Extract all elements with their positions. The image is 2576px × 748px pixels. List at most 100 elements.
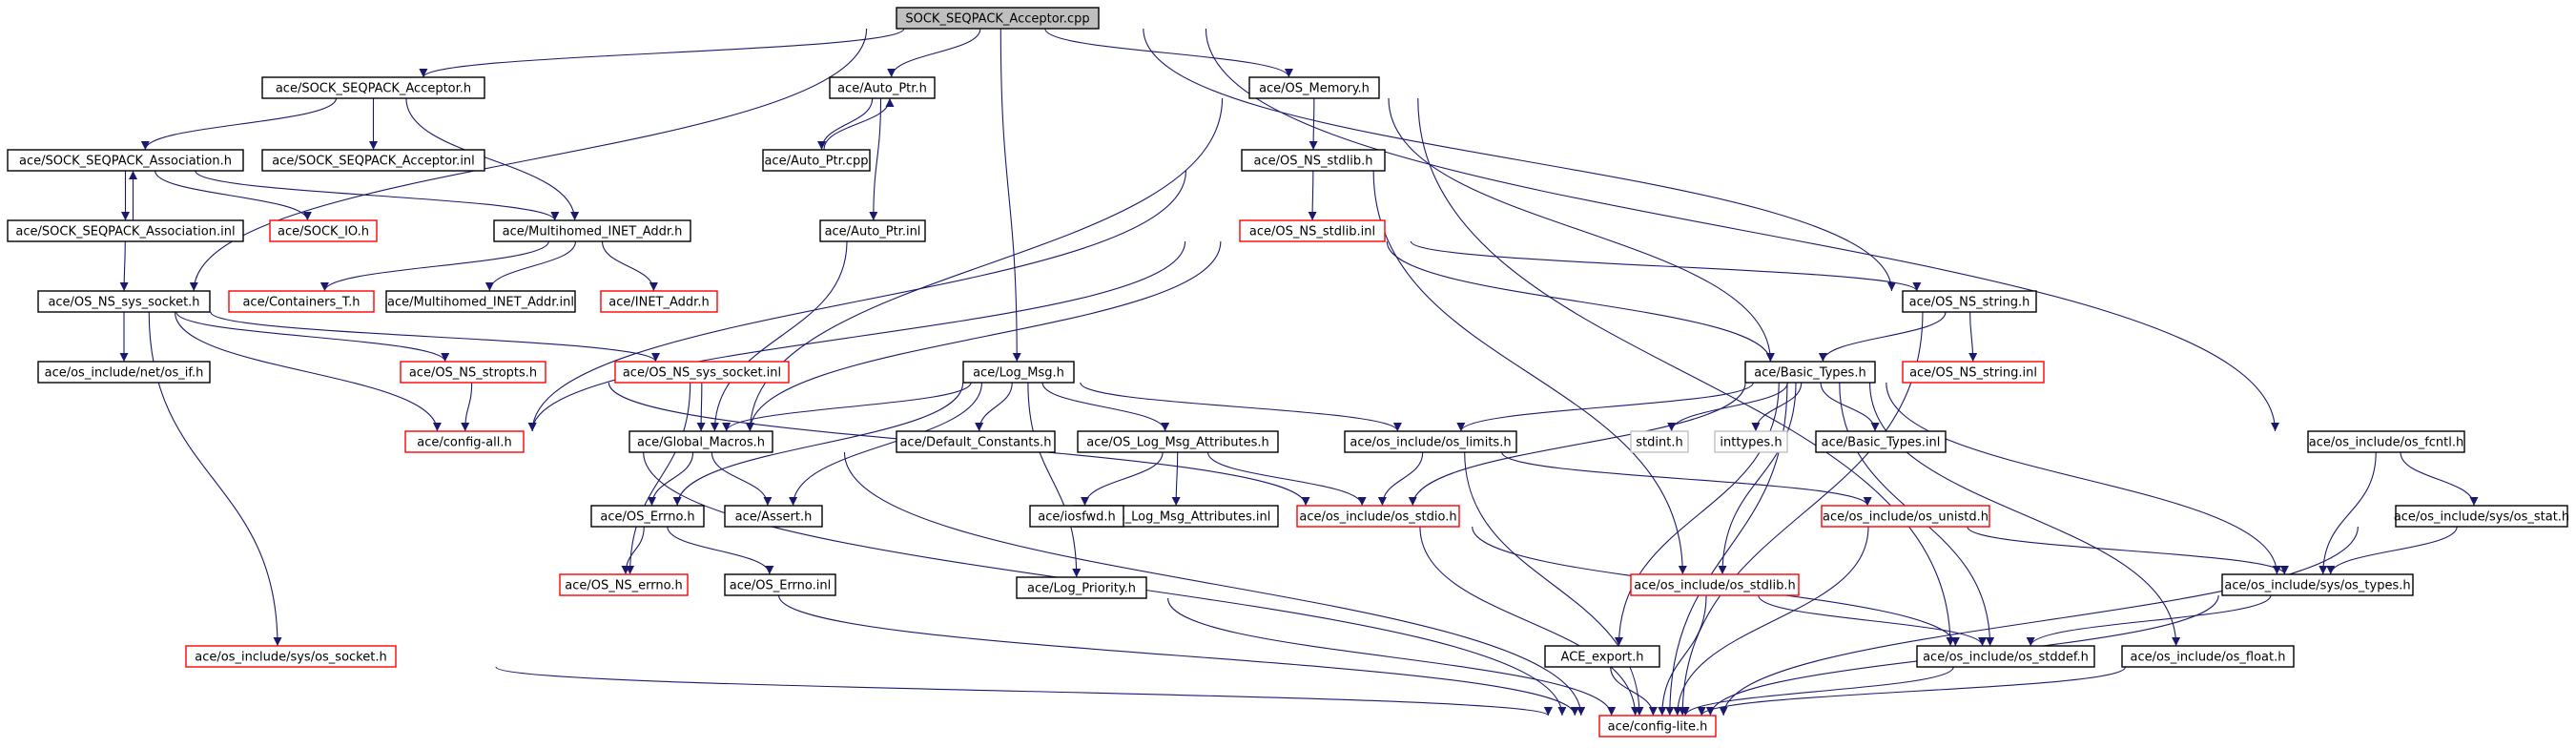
edge-str_h-to-str_inl: [1968, 311, 1978, 363]
node-cont: ace/Containers_T.h: [228, 290, 375, 313]
node-iosfwd: ace/iosfwd.h: [1029, 505, 1124, 528]
node-box: [1714, 430, 1788, 453]
node-box: [1815, 430, 1947, 453]
edge-root-to-fcntl: [1205, 28, 2279, 432]
node-box: [600, 290, 718, 313]
node-str_inl: ace/OS_NS_string.inl: [1902, 361, 2045, 384]
edge-glob-to-err_h: [647, 451, 694, 507]
node-box: [7, 219, 244, 242]
node-label: ace/Default_Constants.h: [899, 436, 1051, 450]
node-box: [1344, 430, 1517, 453]
node-box: [819, 219, 926, 242]
node-sock_h: ace/OS_NS_sys_socket.h: [37, 290, 211, 313]
node-label: ace/OS_Errno.inl: [730, 579, 831, 593]
edge-str_h-to-cfglite: [1678, 311, 1924, 717]
node-inttypes: inttypes.h: [1714, 430, 1788, 453]
node-root: SOCK_SEQPACK_Acceptor.cpp: [896, 7, 1100, 30]
edge-sock_inl-to-nserr: [626, 382, 691, 575]
node-glob: ace/Global_Macros.h: [629, 430, 773, 453]
node-label: ace/os_include/os_float.h: [2130, 651, 2285, 665]
edge-sock_h-to-cfgall: [175, 311, 442, 432]
edge-olma_h-to-olma_inl: [1171, 451, 1181, 507]
edge-bt_h-to-bt_inl: [1820, 382, 1880, 432]
node-label: ace/OS_NS_stdlib.h: [1254, 155, 1373, 169]
edge-sock_inl-to-glob: [696, 382, 706, 432]
edge-mh_h-to-mh_inl: [484, 240, 576, 292]
node-mh_inl: ace/Multihomed_INET_Addr.inl: [385, 290, 576, 313]
node-label: ACE_export.h: [1561, 651, 1644, 665]
node-box: [1016, 576, 1147, 599]
node-label: ace/Basic_Types.inl: [1822, 436, 1941, 450]
node-box: [590, 505, 705, 528]
edge-logmsg-to-olma_h: [1041, 382, 1170, 432]
edge-logmsg-to-logpri: [1027, 382, 1082, 578]
node-label: ace/OS_Log_Msg_Attributes.h: [1086, 436, 1268, 450]
node-label: ace/os_include/sys/os_stat.h: [2394, 510, 2569, 525]
edge-stdl_h-to-osstdlib: [1372, 170, 1687, 575]
edge-bt_h-to-inttypes: [1751, 382, 1803, 432]
edge-stdio-to-cfglite: [1419, 526, 1640, 717]
node-label: ace/Auto_Ptr.h: [837, 82, 927, 96]
edge-root-to-sa_h: [419, 28, 905, 78]
node-stddef: ace/os_include/os_stddef.h: [1916, 645, 2095, 668]
edge-stdl_h-to-cfgall: [527, 170, 1187, 432]
node-ap_cpp: ace/Auto_Ptr.cpp: [762, 149, 871, 172]
edge-bt_h-to-stdint: [1667, 382, 1788, 432]
node-logpri: ace/Log_Priority.h: [1016, 576, 1147, 599]
node-box: [1630, 573, 1800, 596]
node-stdint: stdint.h: [1630, 430, 1689, 453]
node-label: ace/OS_NS_stdlib.inl: [1249, 225, 1375, 239]
node-box: [1077, 430, 1279, 453]
node-label: ace/Log_Msg.h: [973, 366, 1064, 381]
node-label: ace/SOCK_SEQPACK_Acceptor.h: [276, 82, 471, 96]
edge-ap_h-to-ap_cpp: [817, 97, 874, 151]
edge-stdl_inl-to-glob: [745, 240, 1222, 432]
edge-sa_h-to-mh_h: [405, 97, 580, 221]
edge-nserr-to-cfglite: [778, 594, 1579, 717]
edge-glob-to-assert: [711, 451, 773, 507]
node-box: [404, 430, 525, 453]
edge-mh_h-to-inet: [601, 240, 658, 292]
node-box: [1916, 645, 2095, 668]
edge-sas_inl-to-sock_h: [119, 240, 129, 292]
node-types: ace/os_include/sys/os_types.h: [2221, 573, 2414, 596]
node-label: ace/Auto_Ptr.cpp: [764, 155, 868, 169]
node-box: [261, 76, 485, 99]
node-box: [896, 430, 1056, 453]
node-err_h: ace/OS_Errno.h: [590, 505, 705, 528]
edge-limits-to-cfglite: [1464, 451, 1644, 717]
node-label: ace/os_include/os_stddef.h: [1923, 651, 2089, 665]
node-sas_h: ace/SOCK_SEQPACK_Association.h: [7, 149, 244, 172]
node-olma_inl: ace/OS_Log_Msg_Attributes.inl: [1073, 505, 1279, 528]
node-inet: ace/INET_Addr.h: [600, 290, 718, 313]
node-sas_inl: ace/SOCK_SEQPACK_Association.inl: [7, 219, 244, 242]
node-label: ace/OS_Errno.h: [600, 510, 694, 525]
edge-stdl_inl-to-cfgall: [527, 240, 1186, 432]
node-bt_inl: ace/Basic_Types.inl: [1815, 430, 1947, 453]
edge-strop-to-cfgall: [461, 382, 473, 432]
node-aceexp: ACE_export.h: [1544, 645, 1660, 668]
edge-float-to-cfglite: [1697, 666, 2126, 717]
node-label: ace/os_include/os_stdio.h: [1299, 510, 1456, 525]
node-label: ace/Containers_T.h: [242, 296, 360, 310]
node-stdl_inl: ace/OS_NS_stdlib.inl: [1239, 219, 1386, 242]
edge-sock_h-to-sock_inl: [210, 311, 660, 363]
node-bt_h: ace/Basic_Types.h: [1744, 361, 1876, 384]
edge-mem-to-stdl_h: [1309, 97, 1318, 151]
node-box: [269, 219, 378, 242]
node-label: ace/os_include/sys/os_types.h: [2224, 579, 2410, 593]
node-label: ace/SOCK_SEQPACK_Acceptor.inl: [272, 155, 475, 169]
node-box: [1241, 149, 1386, 172]
edge-mh_h-to-cont: [319, 240, 549, 292]
node-stat: ace/os_include/sys/os_stat.h: [2394, 505, 2569, 528]
node-box: [896, 7, 1100, 30]
node-label: ace/Log_Priority.h: [1027, 582, 1136, 596]
node-box: [1744, 361, 1876, 384]
node-fcntl: ace/os_include/os_fcntl.h: [2307, 430, 2465, 453]
node-stdio: ace/os_include/os_stdio.h: [1296, 505, 1460, 528]
edge-err_h-to-nserr: [621, 526, 645, 575]
node-box: [962, 361, 1075, 384]
node-label: ace/config-lite.h: [1608, 720, 1708, 735]
edge-bt_h-to-aceexp: [1614, 382, 1780, 647]
